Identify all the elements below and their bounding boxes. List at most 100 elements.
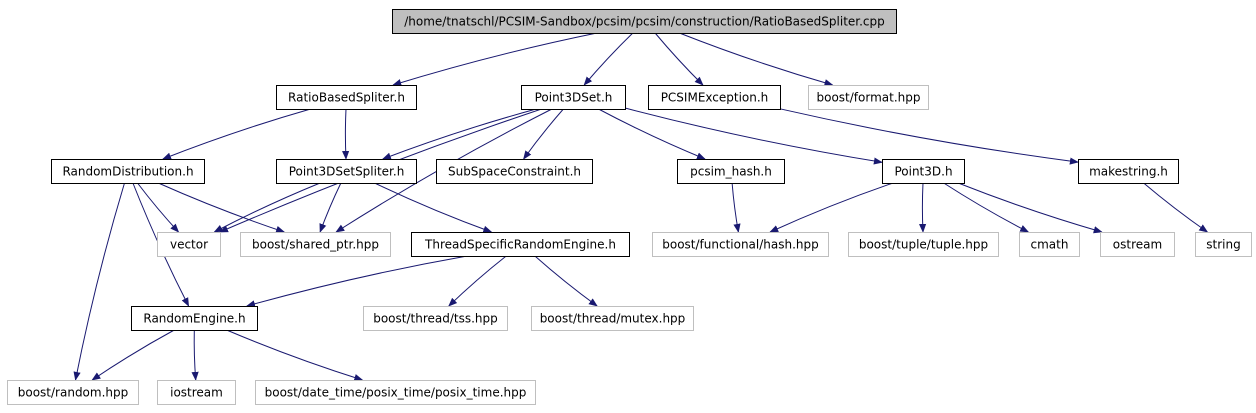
node-box <box>157 380 236 405</box>
edge-point3dsetspliter_h-to-threadspecificrandomengine_h <box>374 182 493 233</box>
edge-point3dset_h-to-pcsim_hash_h <box>598 108 706 160</box>
edge-pcsim_hash_h-to-boost_functional_hash <box>731 182 741 233</box>
node-box <box>1078 159 1179 184</box>
node-box <box>1019 232 1080 257</box>
node-boost-posix-time: boost/date_time/posix_time/posix_time.hp… <box>255 380 536 405</box>
node-box <box>131 306 258 331</box>
edge-point3dset_h-to-point3dsetspliter_h <box>381 108 537 160</box>
node-label: pcsim_hash.h <box>690 165 772 179</box>
node-label: boost/functional/hash.hpp <box>662 238 819 252</box>
node-box <box>436 159 593 184</box>
edge-point3d_h-to-cmath <box>943 182 1030 233</box>
node-box <box>157 232 221 257</box>
node-subspaceconstraint-h[interactable]: SubSpaceConstraint.h <box>436 159 593 184</box>
node-root[interactable]: /home/tnatschl/PCSIM-Sandbox/pcsim/pcsim… <box>392 9 897 34</box>
edge-randomengine_h-to-boost_random <box>91 329 175 381</box>
edge-point3d_h-to-boost_functional_hash <box>769 182 894 233</box>
node-box <box>1100 232 1175 257</box>
node-threadspecificrandomengine-h[interactable]: ThreadSpecificRandomEngine.h <box>411 232 630 257</box>
node-box <box>531 306 694 331</box>
node-boost-format: boost/format.hpp <box>808 85 929 110</box>
node-label: ostream <box>1113 238 1162 252</box>
node-label: PCSIMException.h <box>661 91 769 105</box>
edge-point3dsetspliter_h-to-boost_shared_ptr <box>319 182 342 233</box>
edge-makestring_h-to-string <box>1143 182 1209 233</box>
edge-randomdistribution_h-to-vector <box>137 182 180 233</box>
node-label: RandomEngine.h <box>143 312 245 326</box>
node-box <box>240 232 391 257</box>
node-pcsim-hash-h[interactable]: pcsim_hash.h <box>677 159 785 184</box>
node-makestring-h[interactable]: makestring.h <box>1078 159 1179 184</box>
node-randomengine-h[interactable]: RandomEngine.h <box>131 306 258 331</box>
node-box <box>276 85 417 110</box>
node-pcsimexception-h[interactable]: PCSIMException.h <box>648 85 781 110</box>
node-cmath: cmath <box>1019 232 1080 257</box>
node-vector: vector <box>157 232 221 257</box>
node-point3d-h[interactable]: Point3D.h <box>882 159 965 184</box>
node-iostream: iostream <box>157 380 236 405</box>
node-box <box>392 9 897 34</box>
node-box <box>652 232 829 257</box>
edge-root-to-boost_format <box>679 32 834 87</box>
node-boost-shared-ptr: boost/shared_ptr.hpp <box>240 232 391 257</box>
node-label: Point3D.h <box>894 165 952 179</box>
node-box <box>276 159 417 184</box>
edge-threadspecificrandomengine_h-to-boost_thread_tss <box>448 255 507 307</box>
node-boost-functional-hash: boost/functional/hash.hpp <box>652 232 829 257</box>
node-box <box>51 159 205 184</box>
node-boost-thread-mutex: boost/thread/mutex.hpp <box>531 306 694 331</box>
edge-root-to-ratiobasedspliter_h <box>392 32 598 87</box>
node-box <box>808 85 929 110</box>
node-label: boost/date_time/posix_time/posix_time.hp… <box>265 386 527 400</box>
edge-ratiobasedspliter_h-to-point3dsetspliter_h <box>342 108 350 160</box>
node-label: /home/tnatschl/PCSIM-Sandbox/pcsim/pcsim… <box>404 15 885 29</box>
edges-layer <box>73 32 1209 382</box>
node-label: boost/format.hpp <box>817 91 921 105</box>
edge-randomdistribution_h-to-boost_shared_ptr <box>158 182 286 233</box>
node-label: vector <box>170 238 208 252</box>
edge-ratiobasedspliter_h-to-randomdistribution_h <box>162 108 311 160</box>
node-label: cmath <box>1031 238 1069 252</box>
node-label: SubSpaceConstraint.h <box>448 165 581 179</box>
node-box <box>1195 232 1252 257</box>
node-box <box>848 232 999 257</box>
edge-threadspecificrandomengine_h-to-randomengine_h <box>246 255 468 308</box>
node-box <box>411 232 630 257</box>
node-label: boost/thread/mutex.hpp <box>540 312 686 326</box>
node-randomdistribution-h[interactable]: RandomDistribution.h <box>51 159 205 184</box>
node-boost-thread-tss: boost/thread/tss.hpp <box>363 306 508 331</box>
node-label: iostream <box>170 386 223 400</box>
edge-pcsimexception_h-to-makestring_h <box>779 108 1079 165</box>
edge-root-to-point3dset_h <box>583 32 634 86</box>
node-box <box>255 380 536 405</box>
edge-threadspecificrandomengine_h-to-boost_thread_mutex <box>534 255 598 307</box>
node-label: RatioBasedSpliter.h <box>288 91 405 105</box>
node-label: ThreadSpecificRandomEngine.h <box>424 238 616 252</box>
node-box <box>677 159 785 184</box>
node-boost-tuple: boost/tuple/tuple.hpp <box>848 232 999 257</box>
edge-point3d_h-to-ostream <box>958 182 1103 234</box>
node-label: makestring.h <box>1089 165 1168 179</box>
node-box <box>882 159 965 184</box>
node-label: Point3DSet.h <box>535 91 613 105</box>
node-label: Point3DSetSpliter.h <box>289 165 405 179</box>
node-ostream: ostream <box>1100 232 1175 257</box>
node-box <box>521 85 626 110</box>
node-label: boost/thread/tss.hpp <box>373 312 498 326</box>
edge-point3dset_h-to-point3d_h <box>624 107 883 165</box>
node-boost-random: boost/random.hpp <box>7 380 139 405</box>
node-ratiobasedspliter-h[interactable]: RatioBasedSpliter.h <box>276 85 417 110</box>
edge-randomengine_h-to-boost_posix_time <box>226 329 364 382</box>
edge-point3dsetspliter_h-to-vector <box>213 182 321 233</box>
node-point3dsetspliter-h[interactable]: Point3DSetSpliter.h <box>276 159 417 184</box>
node-label: RandomDistribution.h <box>62 165 193 179</box>
nodes-layer: /home/tnatschl/PCSIM-Sandbox/pcsim/pcsim… <box>7 9 1252 405</box>
node-label: string <box>1206 238 1240 252</box>
edge-randomengine_h-to-iostream <box>191 329 199 381</box>
node-point3dset-h[interactable]: Point3DSet.h <box>521 85 626 110</box>
node-box <box>648 85 781 110</box>
edge-point3dset_h-to-subspaceconstraint_h <box>523 108 564 160</box>
node-label: boost/shared_ptr.hpp <box>252 238 379 252</box>
edge-randomdistribution_h-to-boost_random <box>73 182 125 381</box>
